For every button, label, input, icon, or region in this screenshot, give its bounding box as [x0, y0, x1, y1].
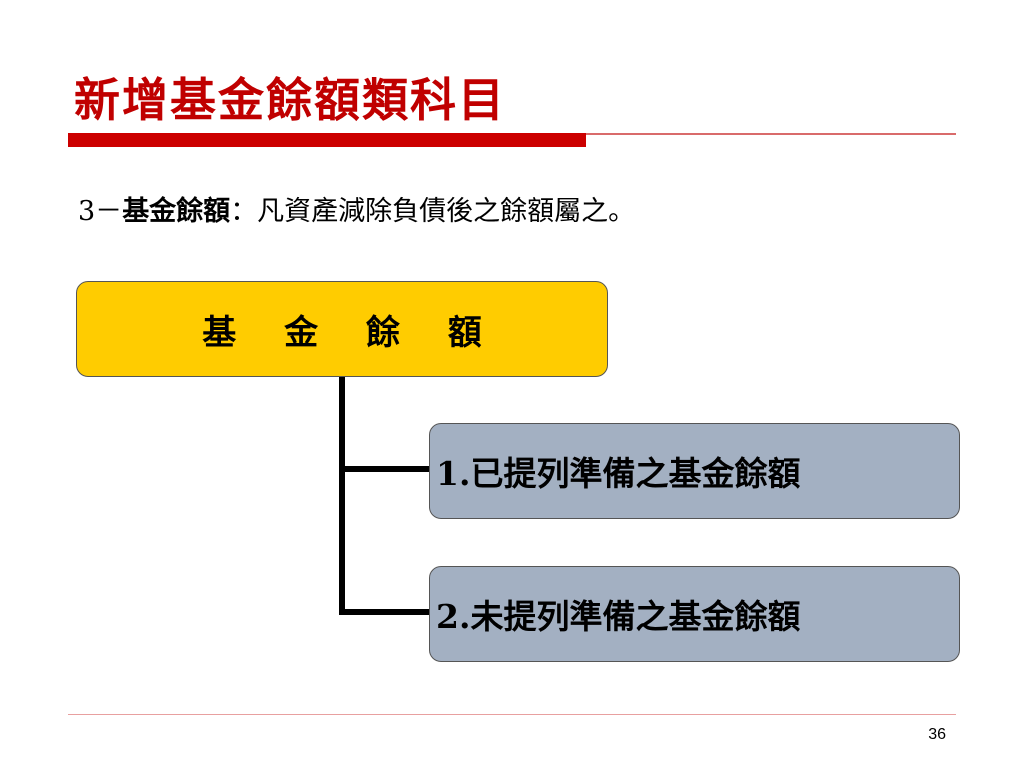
diagram-root-label: 基 金 餘 額 [202, 312, 500, 353]
title-underline-bar [68, 133, 586, 147]
diagram-child-label-2: 2.未提列準備之基金餘額 [436, 597, 801, 636]
footer-rule [68, 714, 956, 715]
diagram-child-box-2: 2.未提列準備之基金餘額 [429, 566, 960, 662]
definition-prefix: 3－ [78, 196, 123, 227]
tree-connector-branch-2 [339, 609, 431, 615]
diagram-child-box-1: 1.已提列準備之基金餘額 [429, 423, 960, 519]
tree-connector-vertical [339, 377, 345, 615]
definition-term: 基金餘額 [122, 196, 231, 227]
tree-connector-branch-1 [339, 466, 431, 472]
diagram-root-box: 基 金 餘 額 [76, 281, 608, 377]
diagram-child-label-1: 1.已提列準備之基金餘額 [436, 454, 801, 493]
definition-text: 3－基金餘額：凡資產減除負債後之餘額屬之。 [78, 192, 635, 232]
title-underline-rule [586, 133, 956, 135]
definition-body: ：凡資產減除負債後之餘額屬之。 [230, 196, 636, 227]
slide-title: 新增基金餘額類科目 [74, 73, 506, 127]
page-number: 36 [928, 726, 946, 743]
